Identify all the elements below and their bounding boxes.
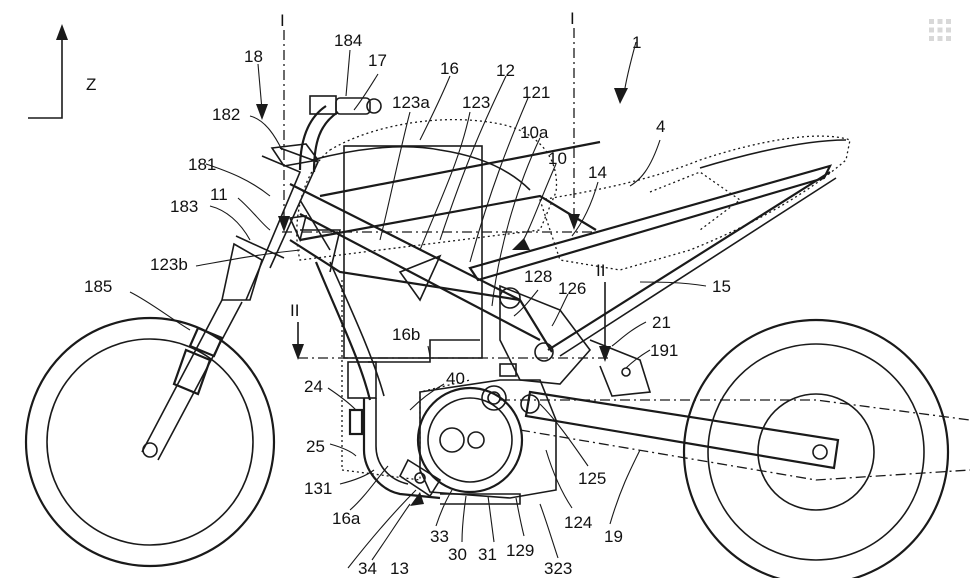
label-10a: 10a bbox=[520, 123, 549, 142]
section-line-i-left bbox=[278, 30, 290, 232]
label-182: 182 bbox=[212, 105, 240, 124]
handlebar bbox=[270, 95, 382, 173]
label-1: 1 bbox=[632, 33, 641, 52]
label-123: 123 bbox=[462, 93, 490, 112]
label-181: 181 bbox=[188, 155, 216, 174]
axis-label-z: Z bbox=[86, 75, 96, 94]
label-16b: 16b bbox=[392, 325, 420, 344]
seat-rear-cover bbox=[539, 135, 851, 271]
label-126: 126 bbox=[558, 279, 586, 298]
label-185: 185 bbox=[84, 277, 112, 296]
label-183: 183 bbox=[170, 197, 198, 216]
label-16: 16 bbox=[440, 59, 459, 78]
label-125: 125 bbox=[578, 469, 606, 488]
label-12: 12 bbox=[496, 61, 515, 80]
battery-lower-outline bbox=[341, 280, 471, 481]
front-fork bbox=[141, 147, 320, 461]
label-128: 128 bbox=[524, 267, 552, 286]
label-123a: 123a bbox=[392, 93, 430, 112]
label-16a: 16a bbox=[332, 509, 361, 528]
label-323: 323 bbox=[544, 559, 572, 578]
label-30: 30 bbox=[448, 545, 467, 564]
tank-cover bbox=[296, 119, 558, 261]
down-tube-inner bbox=[329, 261, 385, 397]
label-131: 131 bbox=[304, 479, 332, 498]
front-wheel bbox=[24, 316, 276, 568]
section-mark-i-right: I bbox=[570, 9, 575, 28]
label-25: 25 bbox=[306, 437, 325, 456]
swingarm bbox=[499, 287, 840, 470]
main-frame bbox=[288, 140, 601, 353]
section-mark-ii-right: II bbox=[596, 261, 605, 280]
label-31: 31 bbox=[478, 545, 497, 564]
label-19: 19 bbox=[604, 527, 623, 546]
label-191: 191 bbox=[650, 341, 678, 360]
grid-icon[interactable] bbox=[928, 18, 952, 42]
label-17: 17 bbox=[368, 51, 387, 70]
label-24: 24 bbox=[304, 377, 323, 396]
label-121: 121 bbox=[522, 83, 550, 102]
leader-lines bbox=[129, 41, 707, 569]
label-10: 10 bbox=[548, 149, 567, 168]
reference-labels: 1 4 10 10a 11 12 121 123 123a 123b 124 1… bbox=[84, 31, 731, 578]
label-15: 15 bbox=[712, 277, 731, 296]
label-14: 14 bbox=[588, 163, 607, 182]
label-34: 34 bbox=[358, 559, 377, 578]
section-mark-i-left: I bbox=[280, 11, 285, 30]
chain-line bbox=[500, 399, 971, 481]
motor-unit bbox=[398, 363, 557, 505]
label-129: 129 bbox=[506, 541, 534, 560]
label-40: 40 bbox=[446, 369, 465, 388]
label-33: 33 bbox=[430, 527, 449, 546]
label-4: 4 bbox=[656, 117, 665, 136]
label-123b: 123b bbox=[150, 255, 188, 274]
rear-wheel bbox=[682, 318, 950, 578]
z-axis-indicator bbox=[28, 24, 68, 119]
down-tube bbox=[314, 261, 372, 401]
battery-box bbox=[343, 145, 483, 399]
grid-icon-glyph bbox=[929, 19, 951, 41]
label-21: 21 bbox=[652, 313, 671, 332]
seat-rail bbox=[468, 164, 837, 357]
label-184: 184 bbox=[334, 31, 362, 50]
label-11: 11 bbox=[210, 185, 228, 204]
label-124: 124 bbox=[564, 513, 592, 532]
label-18: 18 bbox=[244, 47, 263, 66]
section-mark-ii-left: II bbox=[290, 301, 299, 320]
section-line-i-right bbox=[568, 28, 580, 230]
label-13: 13 bbox=[390, 559, 409, 578]
